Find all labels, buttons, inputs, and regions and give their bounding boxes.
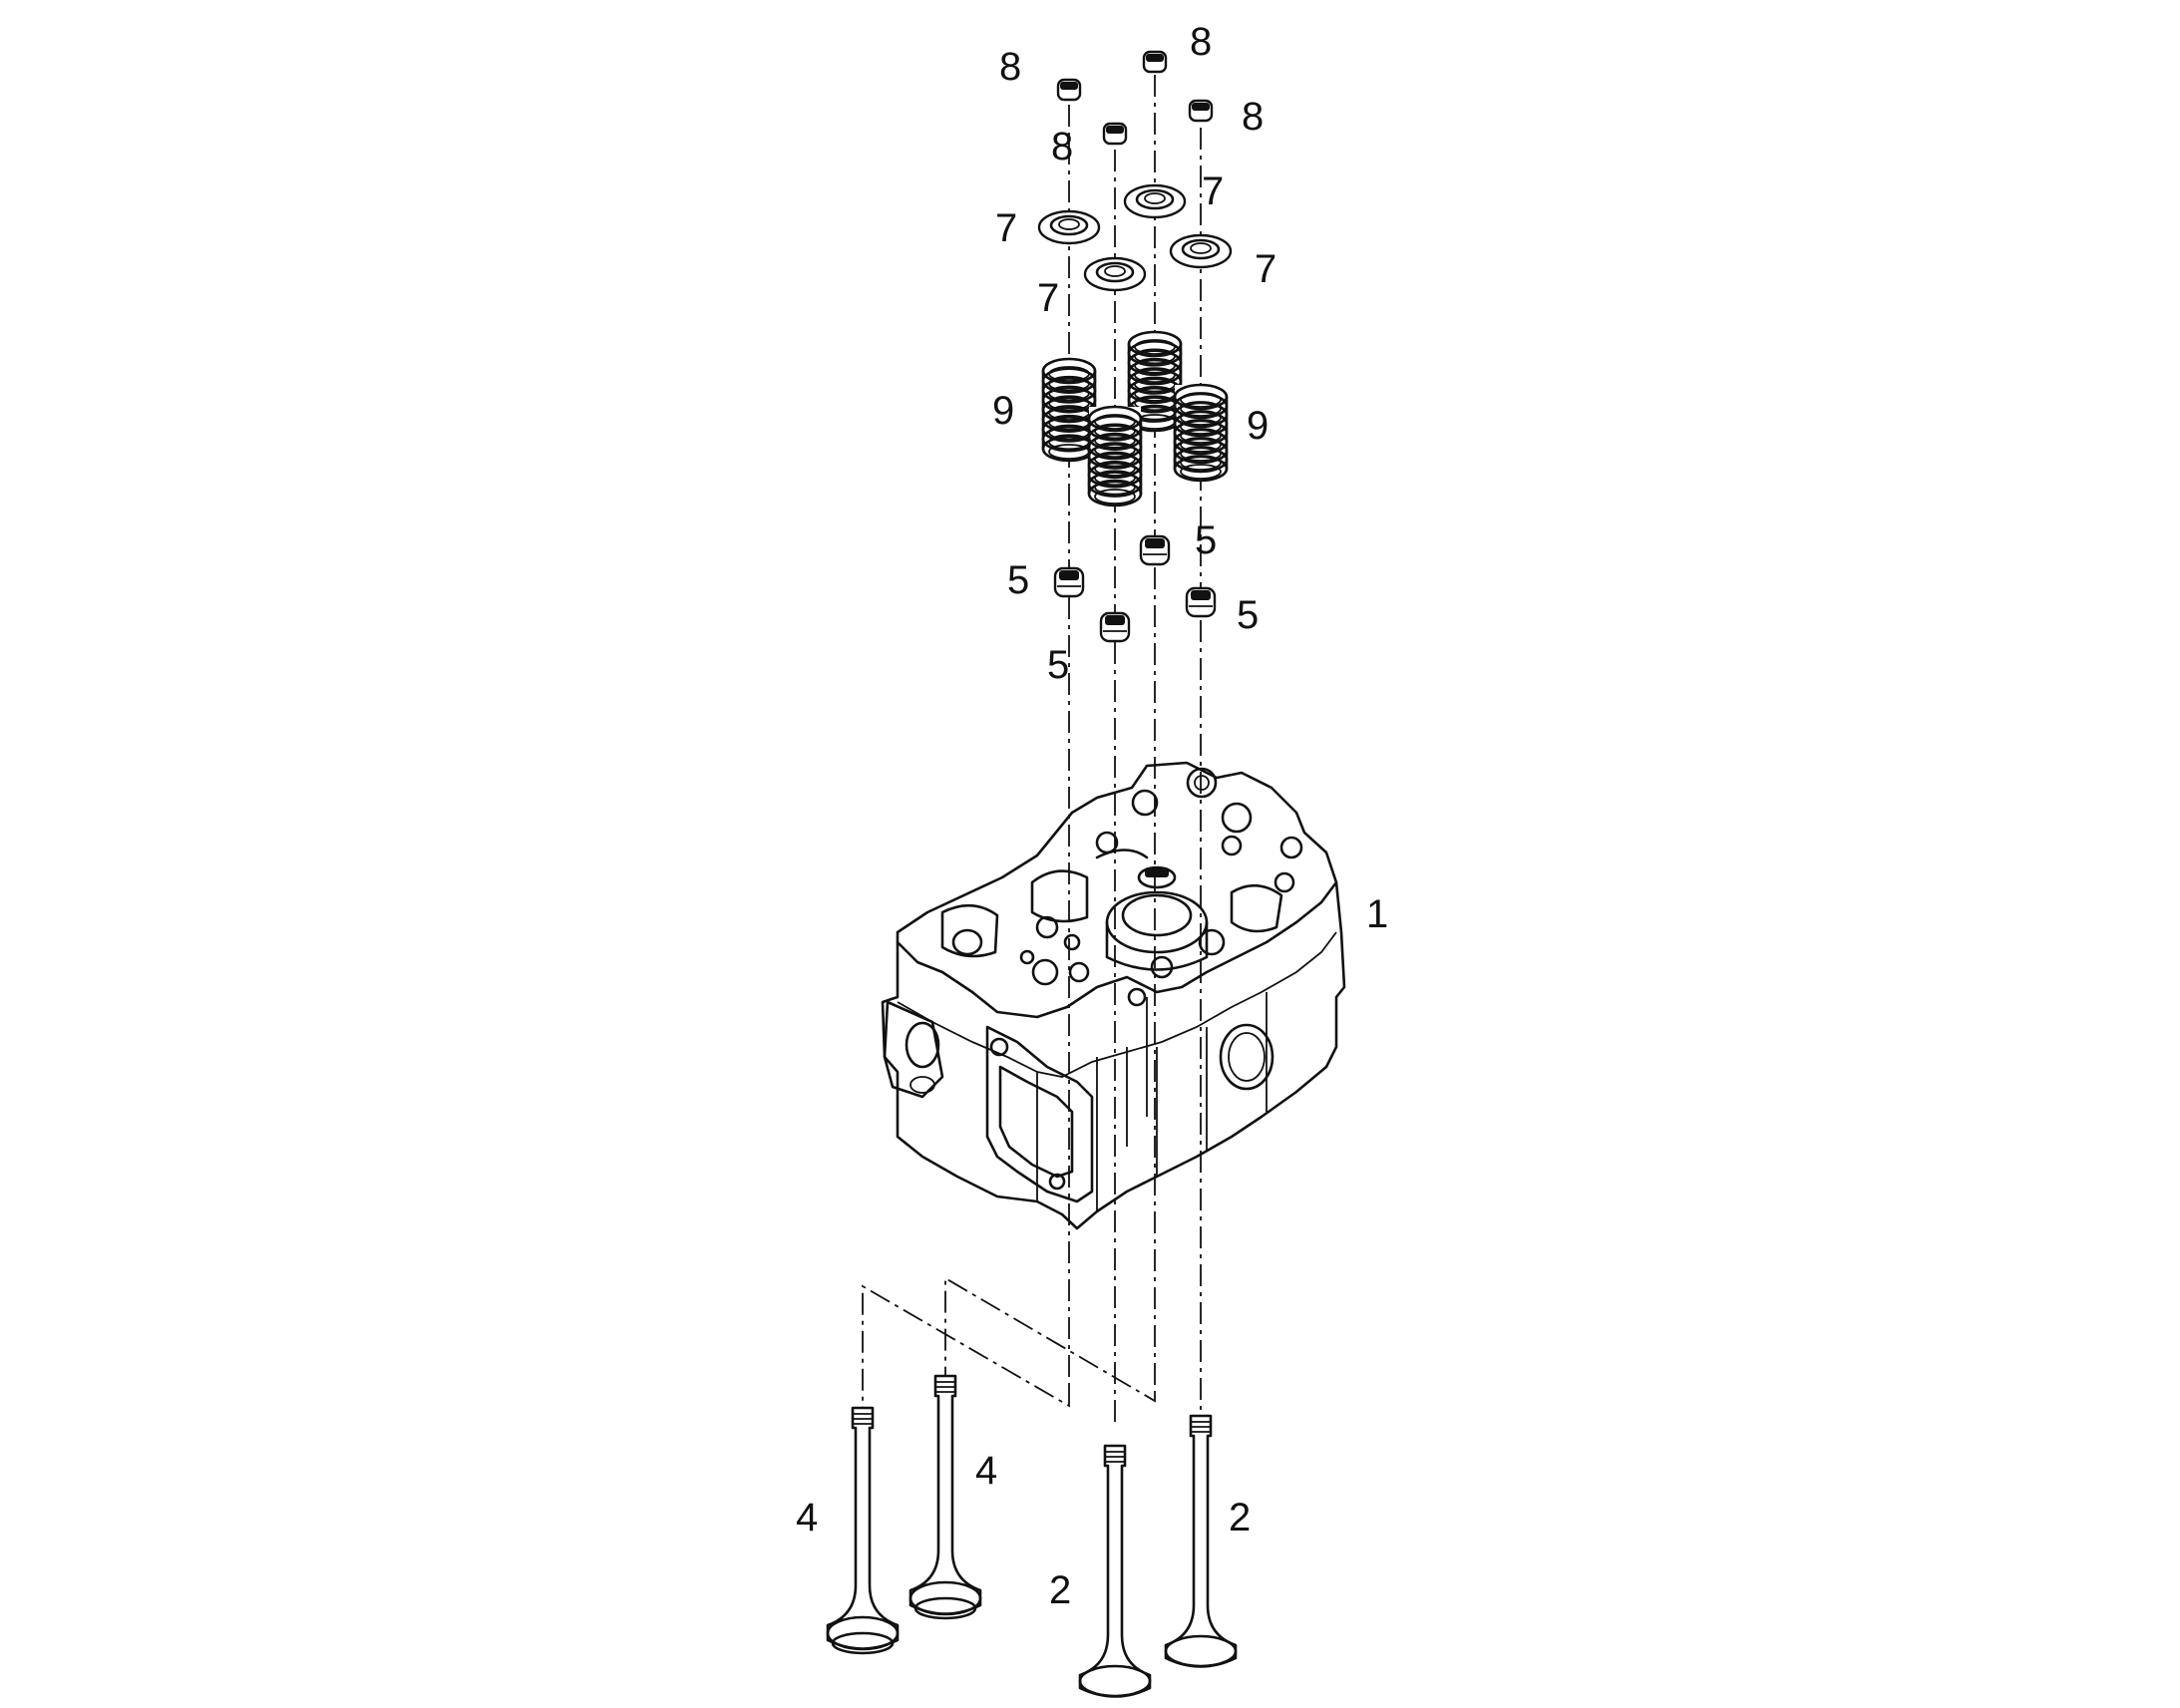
callout-7b: 7 <box>1202 170 1224 213</box>
callout-8b: 8 <box>1190 20 1212 64</box>
spring-retainers <box>1037 183 1233 292</box>
callout-7a: 7 <box>995 206 1017 250</box>
callout-8c: 8 <box>1051 125 1073 169</box>
callout-5b: 5 <box>1195 518 1217 562</box>
spring-9d <box>1173 383 1229 483</box>
cylinder-head <box>881 761 1346 1230</box>
valve-springs <box>1041 330 1229 508</box>
callout-5d: 5 <box>1237 593 1259 637</box>
callout-labels: 8 8 8 8 7 7 7 7 9 9 5 5 5 5 1 4 4 2 2 <box>796 20 1388 1612</box>
retainer-7d <box>1169 233 1233 269</box>
spring-9a <box>1041 357 1097 463</box>
callout-9a: 9 <box>992 389 1014 433</box>
seal-5b <box>1139 534 1171 566</box>
valve-collets <box>1056 50 1214 146</box>
seal-5d <box>1185 586 1217 618</box>
callout-5c: 5 <box>1047 643 1069 687</box>
callout-9b: 9 <box>1247 404 1269 448</box>
retainer-7b <box>1123 183 1187 219</box>
callout-5a: 5 <box>1007 558 1029 602</box>
spring-9c <box>1087 405 1143 508</box>
collet-8c <box>1102 122 1128 146</box>
callout-2b: 2 <box>1229 1496 1251 1539</box>
valve-stem-seals <box>1053 534 1217 643</box>
callout-4b: 4 <box>975 1449 997 1493</box>
assembly-axes <box>862 75 1202 1426</box>
callout-8d: 8 <box>1242 95 1264 139</box>
intake-valve-2a <box>1078 1444 1152 1698</box>
callout-7c: 7 <box>1037 276 1059 320</box>
seal-5c <box>1099 611 1131 643</box>
callout-2a: 2 <box>1049 1568 1071 1612</box>
valves <box>826 1374 1238 1698</box>
retainer-7a <box>1037 209 1101 245</box>
collet-8d <box>1188 99 1214 123</box>
callout-7d: 7 <box>1255 247 1276 291</box>
exhaust-valve-4b <box>908 1374 982 1620</box>
callout-4a: 4 <box>796 1496 818 1539</box>
collet-8b <box>1142 50 1168 74</box>
collet-8a <box>1056 78 1082 102</box>
intake-valve-2b <box>1164 1414 1238 1668</box>
callout-1: 1 <box>1366 892 1388 936</box>
seal-5a <box>1053 566 1085 598</box>
callout-8a: 8 <box>999 45 1021 89</box>
exhaust-valve-4a <box>826 1406 900 1655</box>
retainer-7c <box>1083 256 1147 292</box>
